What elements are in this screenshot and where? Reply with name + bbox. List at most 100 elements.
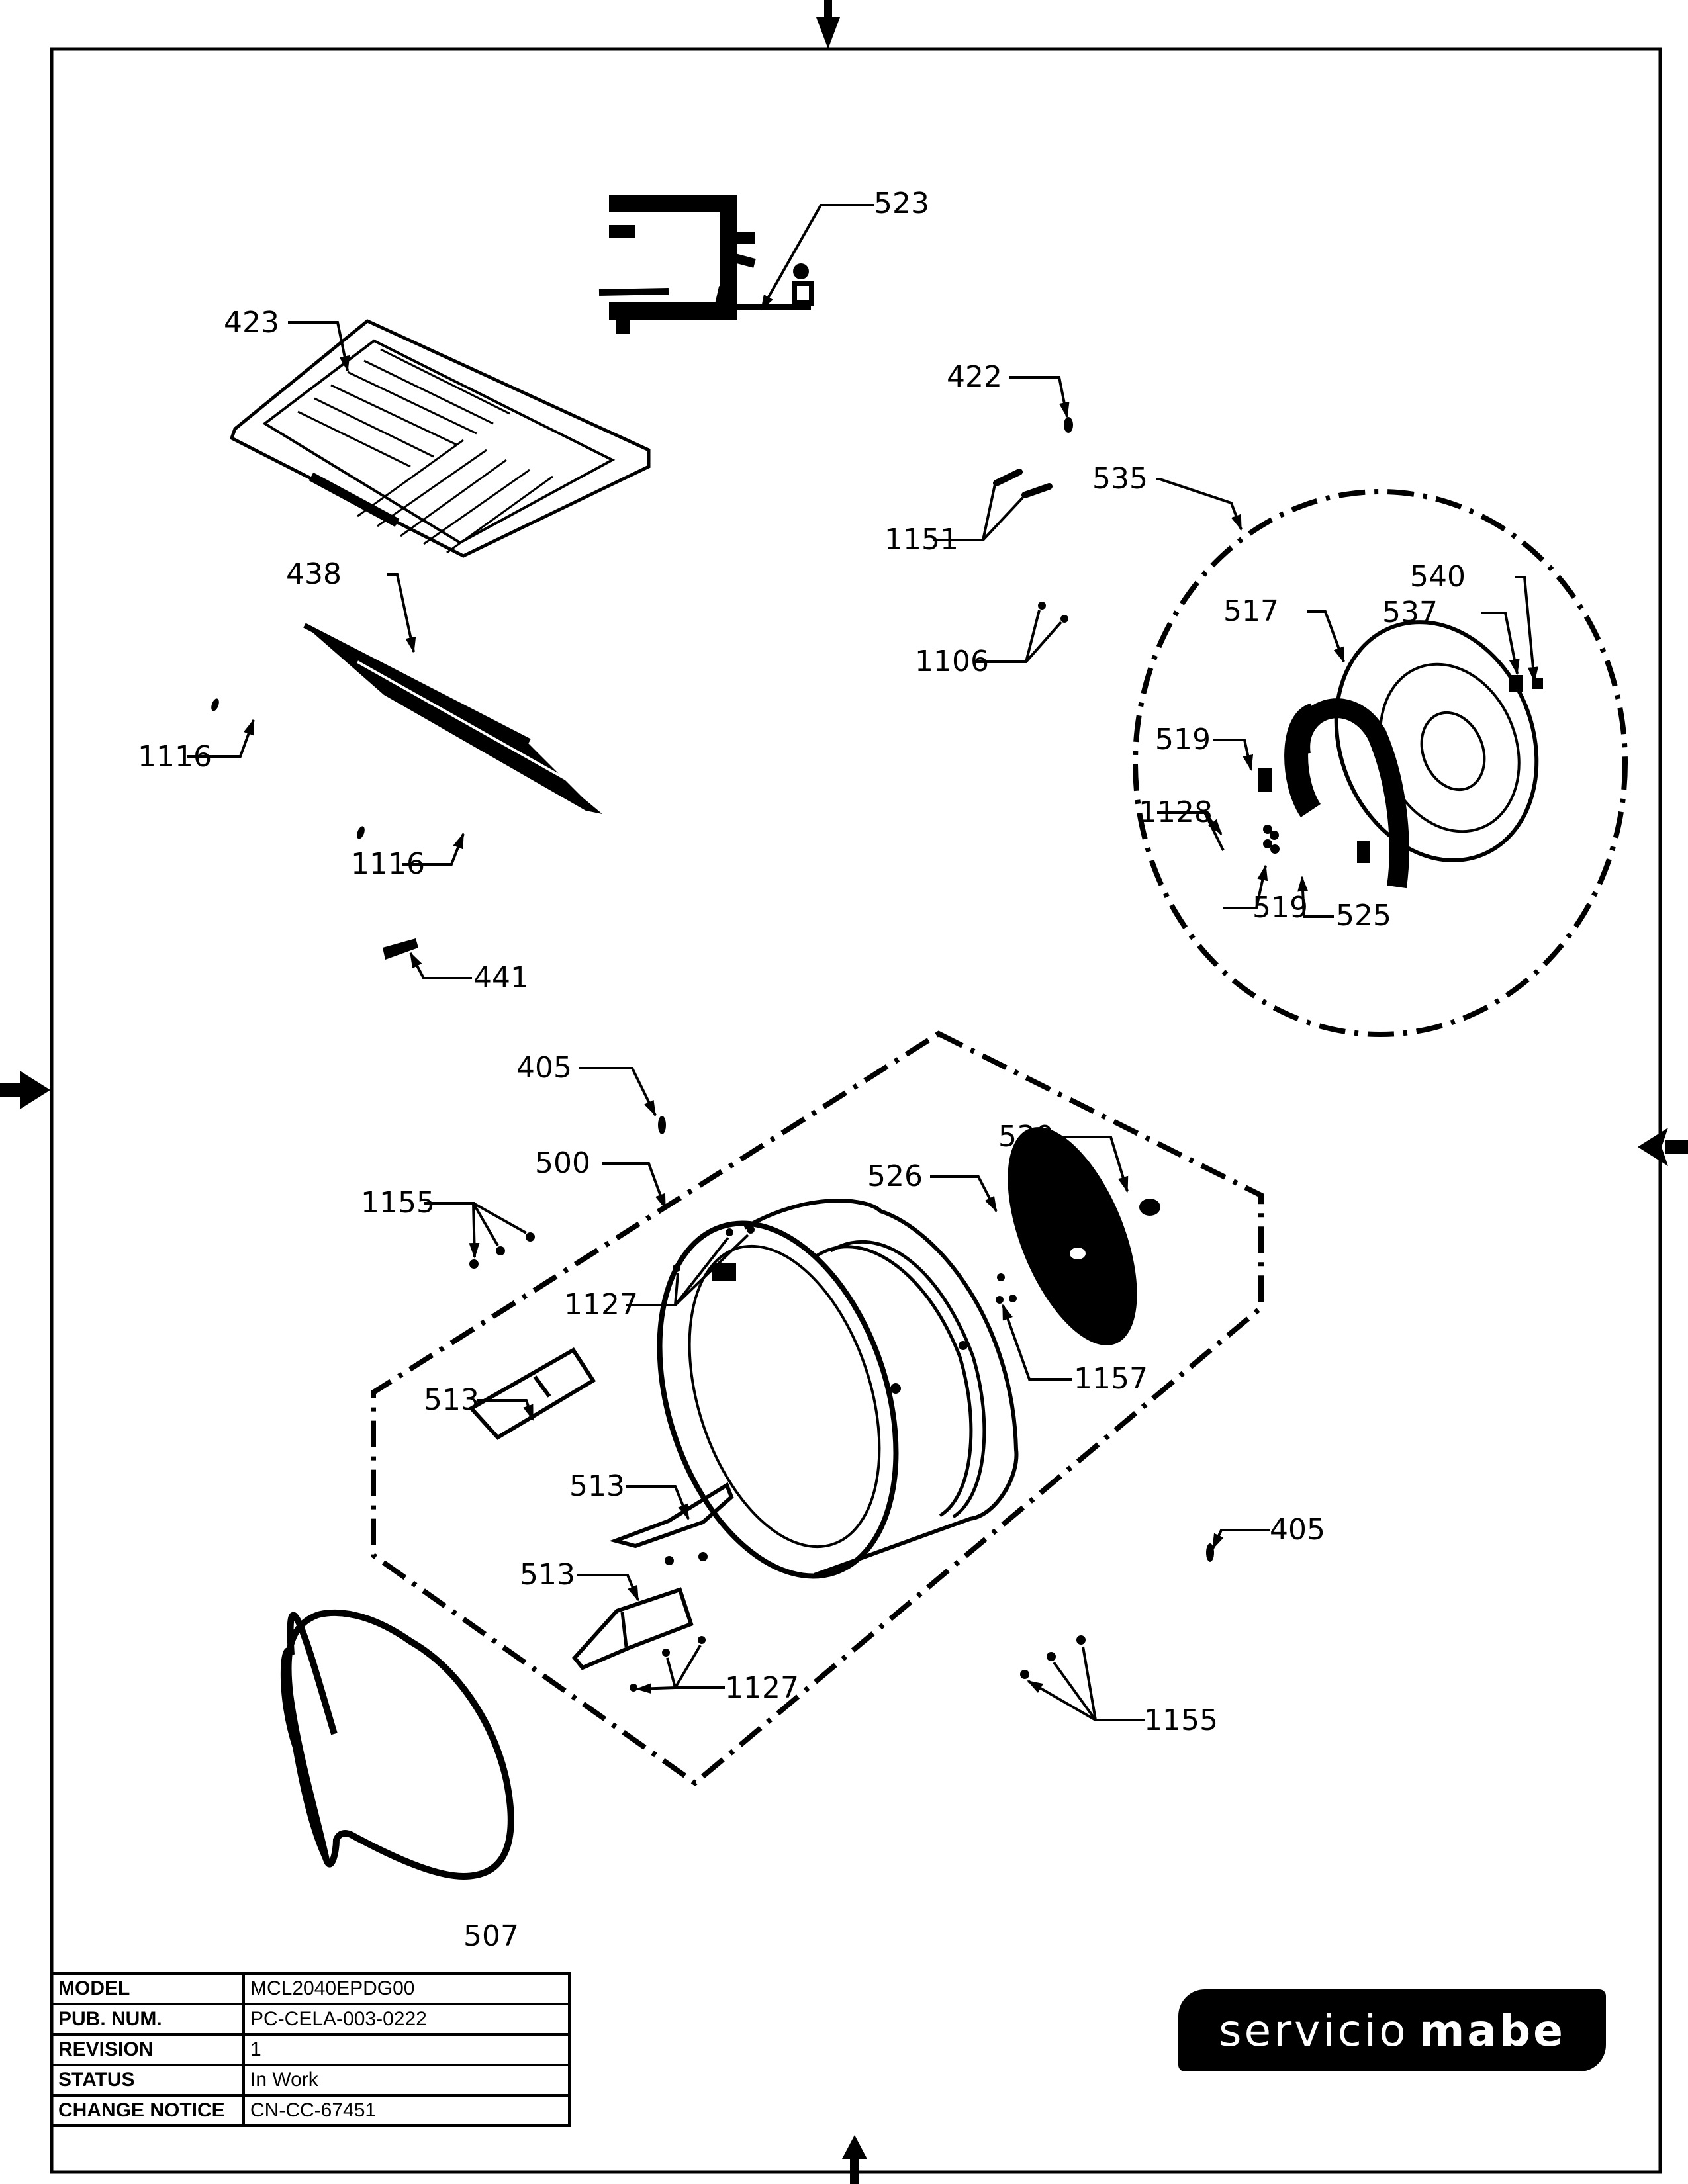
- leader-537: [1481, 612, 1520, 675]
- part-530-bearing: [1139, 1199, 1160, 1216]
- title-block-label: REVISION: [50, 2033, 245, 2066]
- callout-530: 530: [998, 1120, 1054, 1154]
- leader-519a: [1213, 739, 1254, 771]
- leader-405b: [1211, 1529, 1270, 1550]
- drum-screw-hole: [665, 1556, 674, 1565]
- callout-517: 517: [1223, 594, 1279, 628]
- part-1116-screw-a: [211, 698, 219, 711]
- callout-523: 523: [874, 187, 929, 220]
- leader-1127b: [635, 1683, 725, 1694]
- part-rack-tray: [229, 319, 651, 558]
- leader-1157: [1002, 1304, 1072, 1381]
- part-513-baffle-a: [468, 1347, 596, 1440]
- title-block-row: STATUS In Work: [50, 2064, 571, 2097]
- centering-arrow-right: [1638, 1128, 1688, 1166]
- title-block-value: CN-CC-67451: [242, 2094, 571, 2127]
- title-block-label: CHANGE NOTICE: [50, 2094, 245, 2127]
- title-block-row: CHANGE NOTICE CN-CC-67451: [50, 2094, 571, 2127]
- callout-519a: 519: [1155, 723, 1211, 756]
- assembly-500-boundary: [371, 1030, 1264, 1787]
- callout-1127a: 1127: [564, 1288, 638, 1322]
- leader-405a: [579, 1067, 657, 1116]
- callout-507: 507: [463, 1919, 519, 1953]
- leader-1127b3: [674, 1644, 702, 1689]
- leader-1128b: [1203, 812, 1225, 851]
- callout-1151: 1151: [884, 523, 959, 557]
- title-block-value: 1: [242, 2033, 571, 2066]
- leader-513c: [577, 1574, 639, 1602]
- leader-535: [1156, 478, 1243, 531]
- callout-526: 526: [867, 1160, 923, 1193]
- callout-513b: 513: [569, 1469, 625, 1503]
- part-507-seal: [280, 1610, 514, 1880]
- title-block-row: REVISION 1: [50, 2033, 571, 2066]
- leader-513b: [626, 1485, 690, 1520]
- part-1157-screws: [996, 1273, 1017, 1304]
- callout-1128: 1128: [1139, 796, 1213, 829]
- leader-1155b3: [1082, 1646, 1097, 1721]
- leader-1127a2: [674, 1236, 729, 1306]
- brand-logo-bold-text: mabe: [1419, 2005, 1566, 2056]
- callout-422: 422: [947, 360, 1002, 394]
- leader-517: [1307, 610, 1345, 663]
- part-526-rear-disk: [1008, 1127, 1137, 1345]
- leader-422: [1009, 376, 1070, 418]
- leader-530: [1060, 1136, 1129, 1193]
- part-1127-screws-b: [630, 1636, 706, 1692]
- part-drum: [657, 1199, 1019, 1579]
- callout-441: 441: [473, 961, 529, 995]
- title-block-label: MODEL: [50, 1972, 245, 2005]
- part-513-baffle-c: [572, 1587, 694, 1670]
- leader-1155b2: [1053, 1661, 1097, 1721]
- leader-523: [760, 204, 874, 311]
- assembly-535-boundary: [1133, 489, 1628, 1037]
- drawing-border: [50, 47, 1662, 2174]
- leader-423: [288, 321, 350, 372]
- drum-screw-hole: [698, 1552, 708, 1561]
- leader-1151b: [982, 496, 1024, 541]
- centering-arrow-bottom: [842, 2135, 867, 2184]
- callout-525: 525: [1336, 899, 1391, 933]
- callout-519b: 519: [1252, 891, 1308, 925]
- centering-arrow-top: [816, 0, 840, 49]
- callout-537: 537: [1382, 596, 1438, 629]
- callout-405b: 405: [1270, 1513, 1325, 1547]
- part-438-bar: [303, 623, 602, 814]
- part-405-clip-a: [658, 1116, 666, 1134]
- title-block-value: PC-CELA-003-0222: [242, 2003, 571, 2036]
- leader-1155b: [1027, 1680, 1145, 1721]
- callout-513a: 513: [424, 1383, 479, 1417]
- part-513-baffle-b: [609, 1482, 734, 1549]
- callout-1116a: 1116: [138, 740, 212, 774]
- title-block-value: In Work: [242, 2064, 571, 2097]
- callout-405a: 405: [516, 1051, 572, 1085]
- part-1106-screws: [1038, 602, 1068, 623]
- callout-1106: 1106: [915, 645, 989, 678]
- callout-1157: 1157: [1074, 1362, 1148, 1396]
- part-1155-screws-a: [469, 1232, 535, 1269]
- part-1116-screw-b: [357, 826, 365, 839]
- part-1155-screws-b: [1020, 1635, 1086, 1679]
- title-block-label: STATUS: [50, 2064, 245, 2097]
- leader-525: [1297, 876, 1334, 918]
- part-422-clip: [1064, 417, 1073, 433]
- leader-513a: [477, 1399, 534, 1421]
- leader-1155a3: [473, 1202, 527, 1234]
- callout-1155a: 1155: [361, 1186, 435, 1220]
- title-block-label: PUB. NUM.: [50, 2003, 245, 2036]
- leader-519b: [1223, 864, 1268, 909]
- leader-500: [602, 1162, 667, 1210]
- callout-1155b: 1155: [1144, 1704, 1218, 1737]
- part-441-bracket: [383, 938, 418, 960]
- title-block-table: MODEL MCL2040EPDG00 PUB. NUM. PC-CELA-00…: [50, 1972, 571, 2127]
- callout-500: 500: [535, 1146, 590, 1180]
- leader-540: [1515, 576, 1538, 683]
- title-block-row: PUB. NUM. PC-CELA-003-0222: [50, 2003, 571, 2036]
- centering-arrow-left: [0, 1071, 50, 1109]
- leader-441: [409, 952, 472, 979]
- brand-logo-light-text: servicio: [1219, 2005, 1409, 2056]
- callout-540: 540: [1410, 560, 1466, 594]
- leader-1116a: [187, 719, 255, 758]
- leader-1127a3: [674, 1234, 749, 1306]
